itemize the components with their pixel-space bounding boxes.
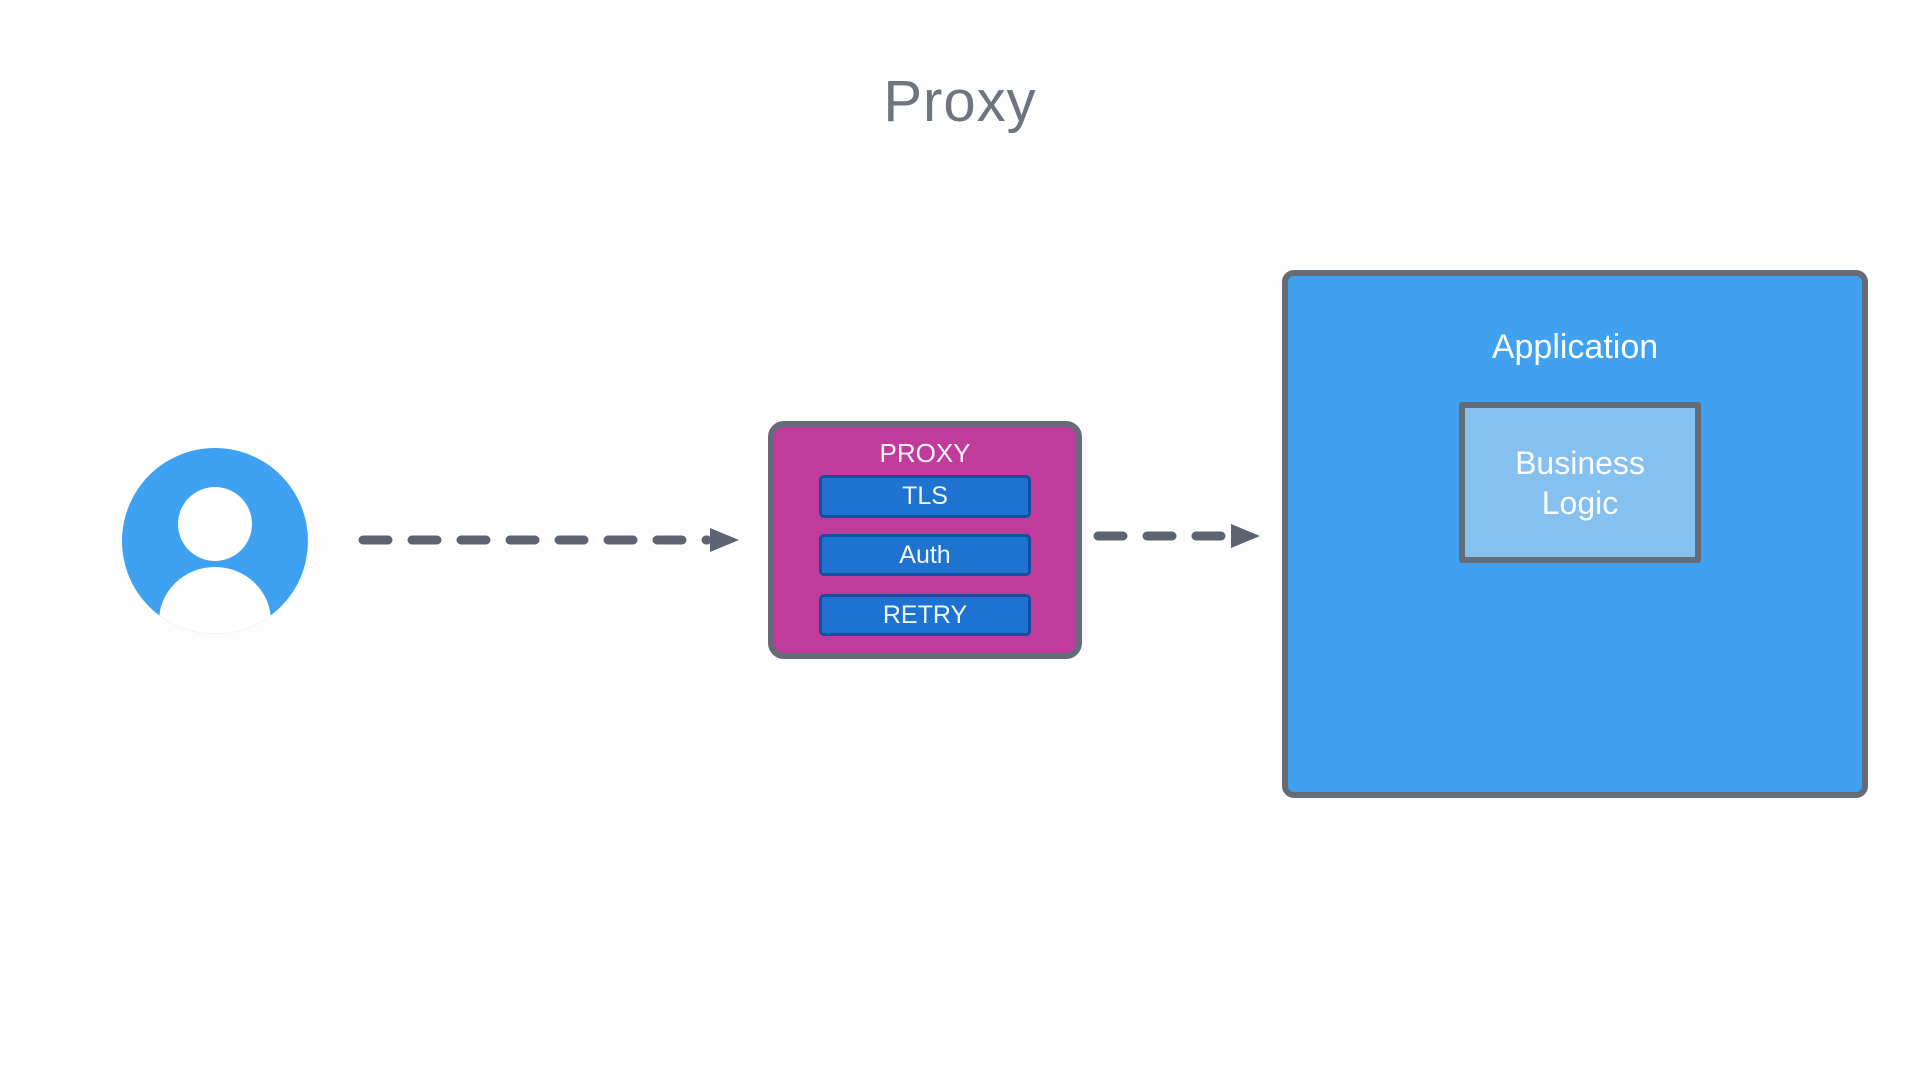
application-node-label: Application bbox=[1491, 328, 1659, 366]
user-icon-shoulders bbox=[159, 567, 271, 634]
arrowhead-icon bbox=[710, 528, 739, 552]
application-node: Application Business Logic bbox=[1282, 270, 1868, 798]
proxy-layer-tls: TLS bbox=[819, 475, 1031, 518]
arrowhead-icon bbox=[1231, 524, 1260, 548]
business-logic-node: Business Logic bbox=[1459, 402, 1701, 563]
proxy-to-application-arrow bbox=[1093, 524, 1260, 548]
proxy-node-label: PROXY bbox=[879, 438, 971, 468]
client-to-proxy-arrow bbox=[358, 528, 739, 552]
page-title: Proxy bbox=[883, 69, 1037, 134]
user-icon-head bbox=[178, 487, 252, 561]
user-icon bbox=[122, 448, 308, 634]
proxy-layer-auth: Auth bbox=[819, 534, 1031, 576]
proxy-layer-retry: RETRY bbox=[819, 594, 1031, 636]
proxy-node: PROXY TLS Auth RETRY bbox=[768, 421, 1082, 659]
